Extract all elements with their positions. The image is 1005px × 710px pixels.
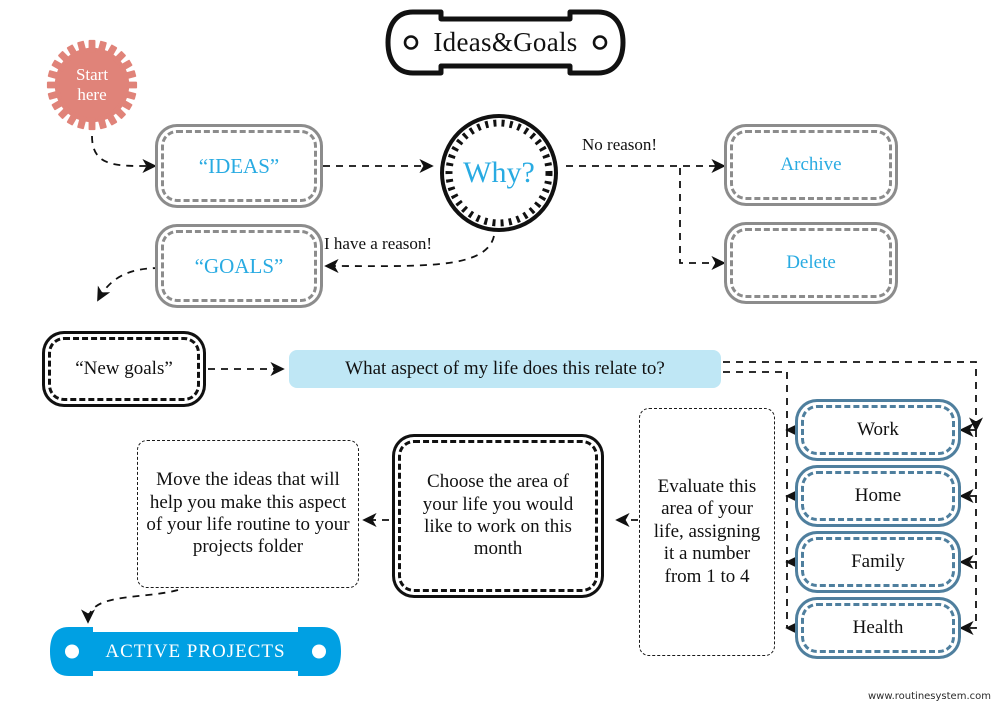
- node-area-family-label: Family: [851, 550, 905, 572]
- node-archive[interactable]: Archive: [730, 130, 892, 200]
- edge-rail-to-health: [959, 562, 977, 636]
- node-aspect-question-label: What aspect of my life does this relate …: [345, 358, 665, 379]
- start-here-badge[interactable]: Start here: [43, 36, 141, 134]
- node-area-work-label: Work: [857, 418, 899, 440]
- node-archive-label: Archive: [780, 153, 842, 175]
- node-why[interactable]: Why?: [438, 112, 560, 234]
- edge-start-to-ideas: [91, 135, 157, 174]
- node-area-health[interactable]: Health: [801, 603, 955, 653]
- node-area-home-label: Home: [854, 484, 902, 506]
- node-choose[interactable]: Choose the area of your life you would l…: [398, 440, 598, 592]
- node-aspect-question[interactable]: What aspect of my life does this relate …: [289, 350, 721, 388]
- node-area-home[interactable]: Home: [801, 471, 955, 521]
- node-active-projects-label: ACTIVE PROJECTS: [105, 640, 286, 662]
- node-goals[interactable]: “GOALS”: [161, 230, 317, 302]
- start-here-label: Start here: [43, 36, 141, 134]
- node-evaluate-label: Evaluate this area of your life, assigni…: [653, 475, 761, 587]
- node-ideas[interactable]: “IDEAS”: [161, 130, 317, 202]
- title-plaque-shape: [385, 9, 626, 76]
- node-delete-label: Delete: [786, 251, 836, 273]
- node-new-goals-label: “New goals”: [75, 357, 173, 379]
- edge-rail-to-home: [959, 430, 977, 504]
- node-choose-label: Choose the area of your life you would l…: [422, 471, 574, 560]
- start-here-line1: Start: [75, 64, 109, 84]
- page-title: Ideas&Goals: [383, 8, 628, 77]
- node-active-projects[interactable]: ACTIVE PROJECTS: [47, 625, 344, 678]
- node-delete[interactable]: Delete: [730, 228, 892, 298]
- active-projects-plaque-shape: [50, 627, 341, 676]
- edge-label-i-have-a-reason: I have a reason!: [324, 234, 433, 253]
- footer-url: www.routinesystem.com: [867, 691, 991, 702]
- start-here-line2: here: [77, 85, 107, 104]
- gear-icon: [46, 39, 138, 131]
- node-move-label: Move the ideas that will help you make t…: [146, 469, 350, 558]
- node-area-health-label: Health: [852, 616, 904, 638]
- node-goals-label: “GOALS”: [194, 253, 284, 278]
- node-new-goals[interactable]: “New goals”: [48, 337, 200, 401]
- node-move[interactable]: Move the ideas that will help you make t…: [137, 440, 359, 588]
- edge-goals-to-newgoals: [97, 267, 161, 302]
- node-why-label: Why?: [463, 156, 535, 189]
- page-title-label: Ideas&Goals: [433, 27, 578, 57]
- why-circle-shape: [440, 114, 558, 232]
- edge-rail-to-family: [959, 496, 977, 570]
- node-ideas-label: “IDEAS”: [198, 153, 280, 178]
- edge-move-to-active: [81, 589, 179, 624]
- node-area-work[interactable]: Work: [801, 405, 955, 455]
- edge-label-no-reason: No reason!: [582, 135, 658, 154]
- edge-why-to-delete: [679, 168, 726, 271]
- node-evaluate[interactable]: Evaluate this area of your life, assigni…: [639, 408, 775, 656]
- node-area-family[interactable]: Family: [801, 537, 955, 587]
